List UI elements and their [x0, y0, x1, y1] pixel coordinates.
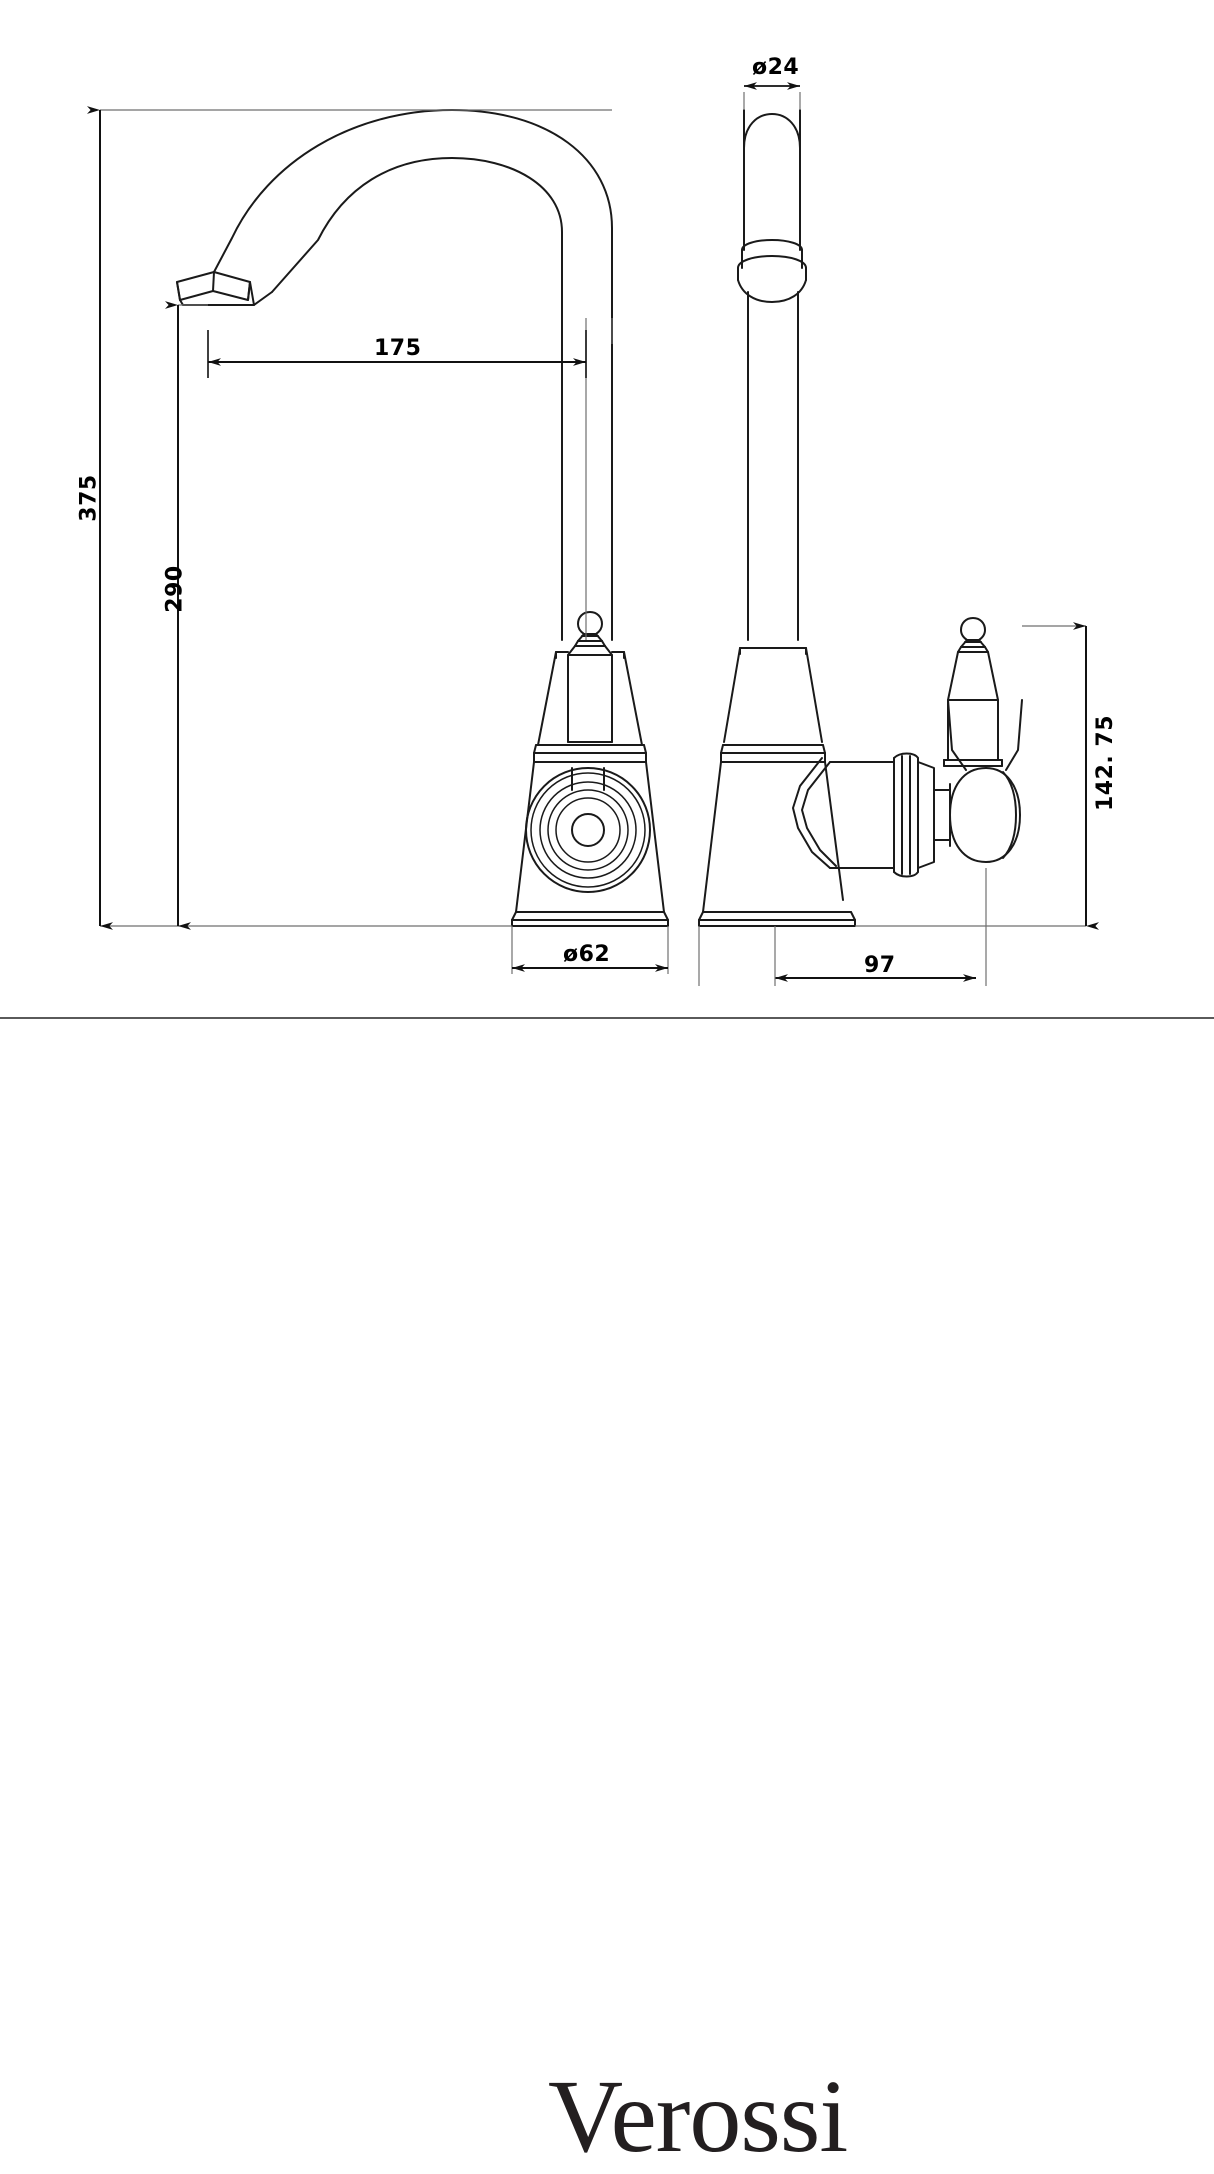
dim-line-175 [207, 330, 587, 378]
dimension-label-handle-projection: 97 [864, 953, 896, 978]
extension-lines [100, 92, 1086, 986]
side-view-body [698, 647, 856, 927]
side-view-column [737, 109, 807, 641]
front-view-spout [176, 109, 613, 641]
technical-drawing-svg [87, 82, 1099, 986]
brand-footer: Verossi [0, 1019, 1214, 2171]
dimension-label-base-diameter: ø62 [563, 942, 611, 967]
dimension-label-spout-tube-diameter: ø24 [752, 55, 800, 80]
front-view-body [511, 611, 669, 927]
dimension-label-handle-height: 142. 75 [1093, 714, 1119, 812]
dimension-label-overall-height: 375 [76, 474, 102, 522]
drawing-area: 375 290 175 ø24 ø62 97 142. 75 [0, 0, 1214, 1018]
dim-line-97 [774, 926, 976, 986]
verossi-brand-logo: Verossi [548, 2059, 848, 2174]
dimension-label-spout-height: 290 [162, 565, 188, 613]
footer-separator-rule [0, 1017, 1214, 1019]
dimension-label-spout-reach: 175 [374, 336, 422, 361]
side-view-handle [792, 617, 1023, 878]
